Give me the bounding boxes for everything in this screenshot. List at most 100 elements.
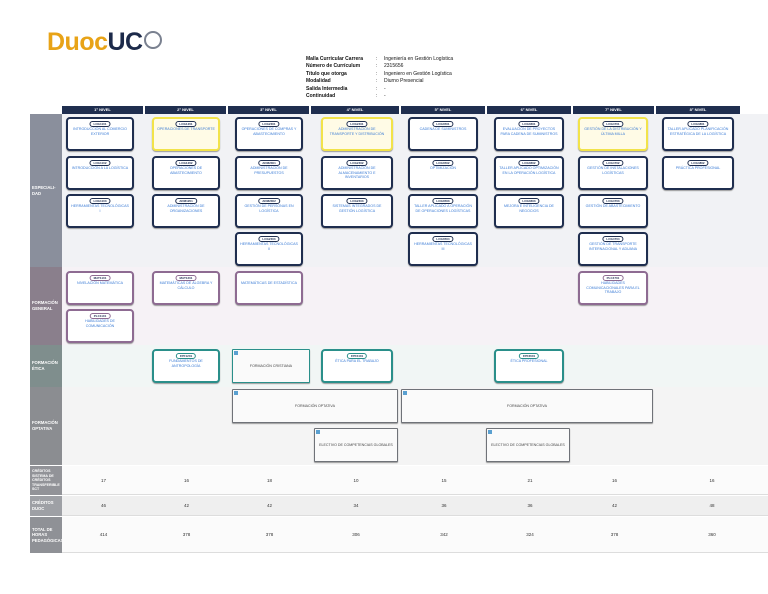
course-code: LOG3503: [432, 197, 454, 204]
category-label: FORMACIÓN GENERAL: [30, 267, 62, 345]
corner-marker-icon: [316, 430, 320, 434]
course-code: LOG3601: [518, 120, 540, 127]
course-name: HABILIDADES COMUNICACIONALES PARA EL TRA…: [586, 281, 640, 295]
course-name: OPERACIONES DE TRANSPORTE: [157, 127, 215, 131]
course-name: MATEMÁTICAS DE ÁLGEBRA Y CÁLCULO: [159, 281, 213, 290]
level-header: 2° NIVEL: [145, 106, 226, 114]
total-hours: 378: [228, 517, 311, 553]
info-key: Número de Currículum: [306, 63, 361, 70]
elective-block[interactable]: ELECTIVO DE COMPETENCIAS GLOBALES: [486, 428, 570, 462]
band-especialidad: [30, 114, 768, 267]
info-row: Continuidad:-: [306, 93, 453, 100]
program-info: Malla Curricular Carrera:Ingeniería en G…: [306, 56, 453, 100]
sct-credits: 18: [228, 466, 311, 495]
info-row: Malla Curricular Carrera:Ingeniería en G…: [306, 56, 453, 63]
info-row: Número de Currículum:2315656: [306, 63, 453, 70]
course-name: TALLER APLICADO OPTIMIZACIÓN EN LA OPERA…: [499, 166, 559, 175]
course-name: ÉTICA PROFESIONAL: [510, 359, 548, 363]
info-colon: :: [376, 85, 378, 92]
level-header: 4° NIVEL: [311, 106, 399, 114]
info-key: Malla Curricular Carrera: [306, 56, 363, 62]
course-code: LOG1103: [89, 197, 111, 204]
course-code: LOG2403: [346, 197, 368, 204]
band-formacion-optativa: [30, 387, 768, 465]
course-code: LOG1101: [89, 120, 111, 127]
course-card[interactable]: MATEMÁTICAS DE ESTADÍSTICA: [235, 271, 303, 305]
course-card[interactable]: FORMACIÓN CRISTIANA: [232, 349, 310, 383]
duoc-credits: 46: [62, 496, 145, 516]
sct-credits: 17: [62, 466, 145, 495]
course-code: LOG2401: [346, 120, 368, 127]
level-header: 8° NIVEL: [656, 106, 740, 114]
course-name: HERRAMIENTAS TECNOLÓGICAS II: [240, 242, 298, 251]
course-name: GESTIÓN DE INSTALACIONES LOGÍSTICAS: [587, 166, 639, 175]
optional-block[interactable]: FORMACIÓN OPTATIVA: [232, 389, 398, 423]
optional-block[interactable]: FORMACIÓN OPTATIVA: [401, 389, 653, 423]
course-code: LOG3602: [518, 159, 540, 166]
total-hours: 378: [573, 517, 656, 553]
sct-credits: 15: [401, 466, 487, 495]
level-header: 1° NIVEL: [62, 106, 143, 114]
total-hours: 360: [656, 517, 768, 553]
course-code: LOG4801: [687, 120, 709, 127]
course-name: FORMACIÓN OPTATIVA: [295, 404, 335, 408]
sct-credits: 16: [656, 466, 768, 495]
course-name: GESTIÓN DE LA DISTRIBUCIÓN Y ÚLTIMA MILL…: [584, 127, 642, 136]
info-colon: :: [376, 56, 378, 62]
course-name: GESTIÓN DE ABASTECIMIENTO: [585, 204, 641, 208]
corner-marker-icon: [403, 391, 407, 395]
course-name: ELECTIVO DE COMPETENCIAS GLOBALES: [491, 443, 565, 447]
course-name: INTRODUCCIÓN AL COMERCIO EXTERIOR: [73, 127, 127, 136]
course-name: CADENA DE SUMINISTROS: [419, 127, 467, 131]
info-row: Título que otorga:Ingeniero en Gestión L…: [306, 71, 453, 78]
course-name: ADMINISTRACIÓN DE TRANSPORTE Y DISTRIBUC…: [329, 127, 385, 136]
course-code: LOG1202: [175, 159, 197, 166]
band-formacion-etica: [30, 345, 768, 387]
course-code: LOG3501: [432, 120, 454, 127]
category-label: CRÉDITOS DUOC: [30, 496, 62, 516]
sct-credits: 21: [487, 466, 573, 495]
corner-marker-icon: [234, 391, 238, 395]
elective-block[interactable]: ELECTIVO DE COMPETENCIAS GLOBALES: [314, 428, 398, 462]
course-name: INTRODUCCIÓN A LA LOGÍSTICA: [71, 166, 129, 170]
course-name: GESTIÓN DE TRANSPORTE INTERNACIONAL Y AD…: [588, 242, 638, 251]
course-code: LOG2402: [346, 159, 368, 166]
course-name: MEJORA E INTELIGENCIA DE NEGOCIOS: [504, 204, 554, 213]
course-code: PLC4701: [602, 274, 624, 281]
course-name: ELECTIVO DE COMPETENCIAS GLOBALES: [319, 443, 393, 447]
duoc-uc-logo: DuocUC: [47, 28, 162, 57]
